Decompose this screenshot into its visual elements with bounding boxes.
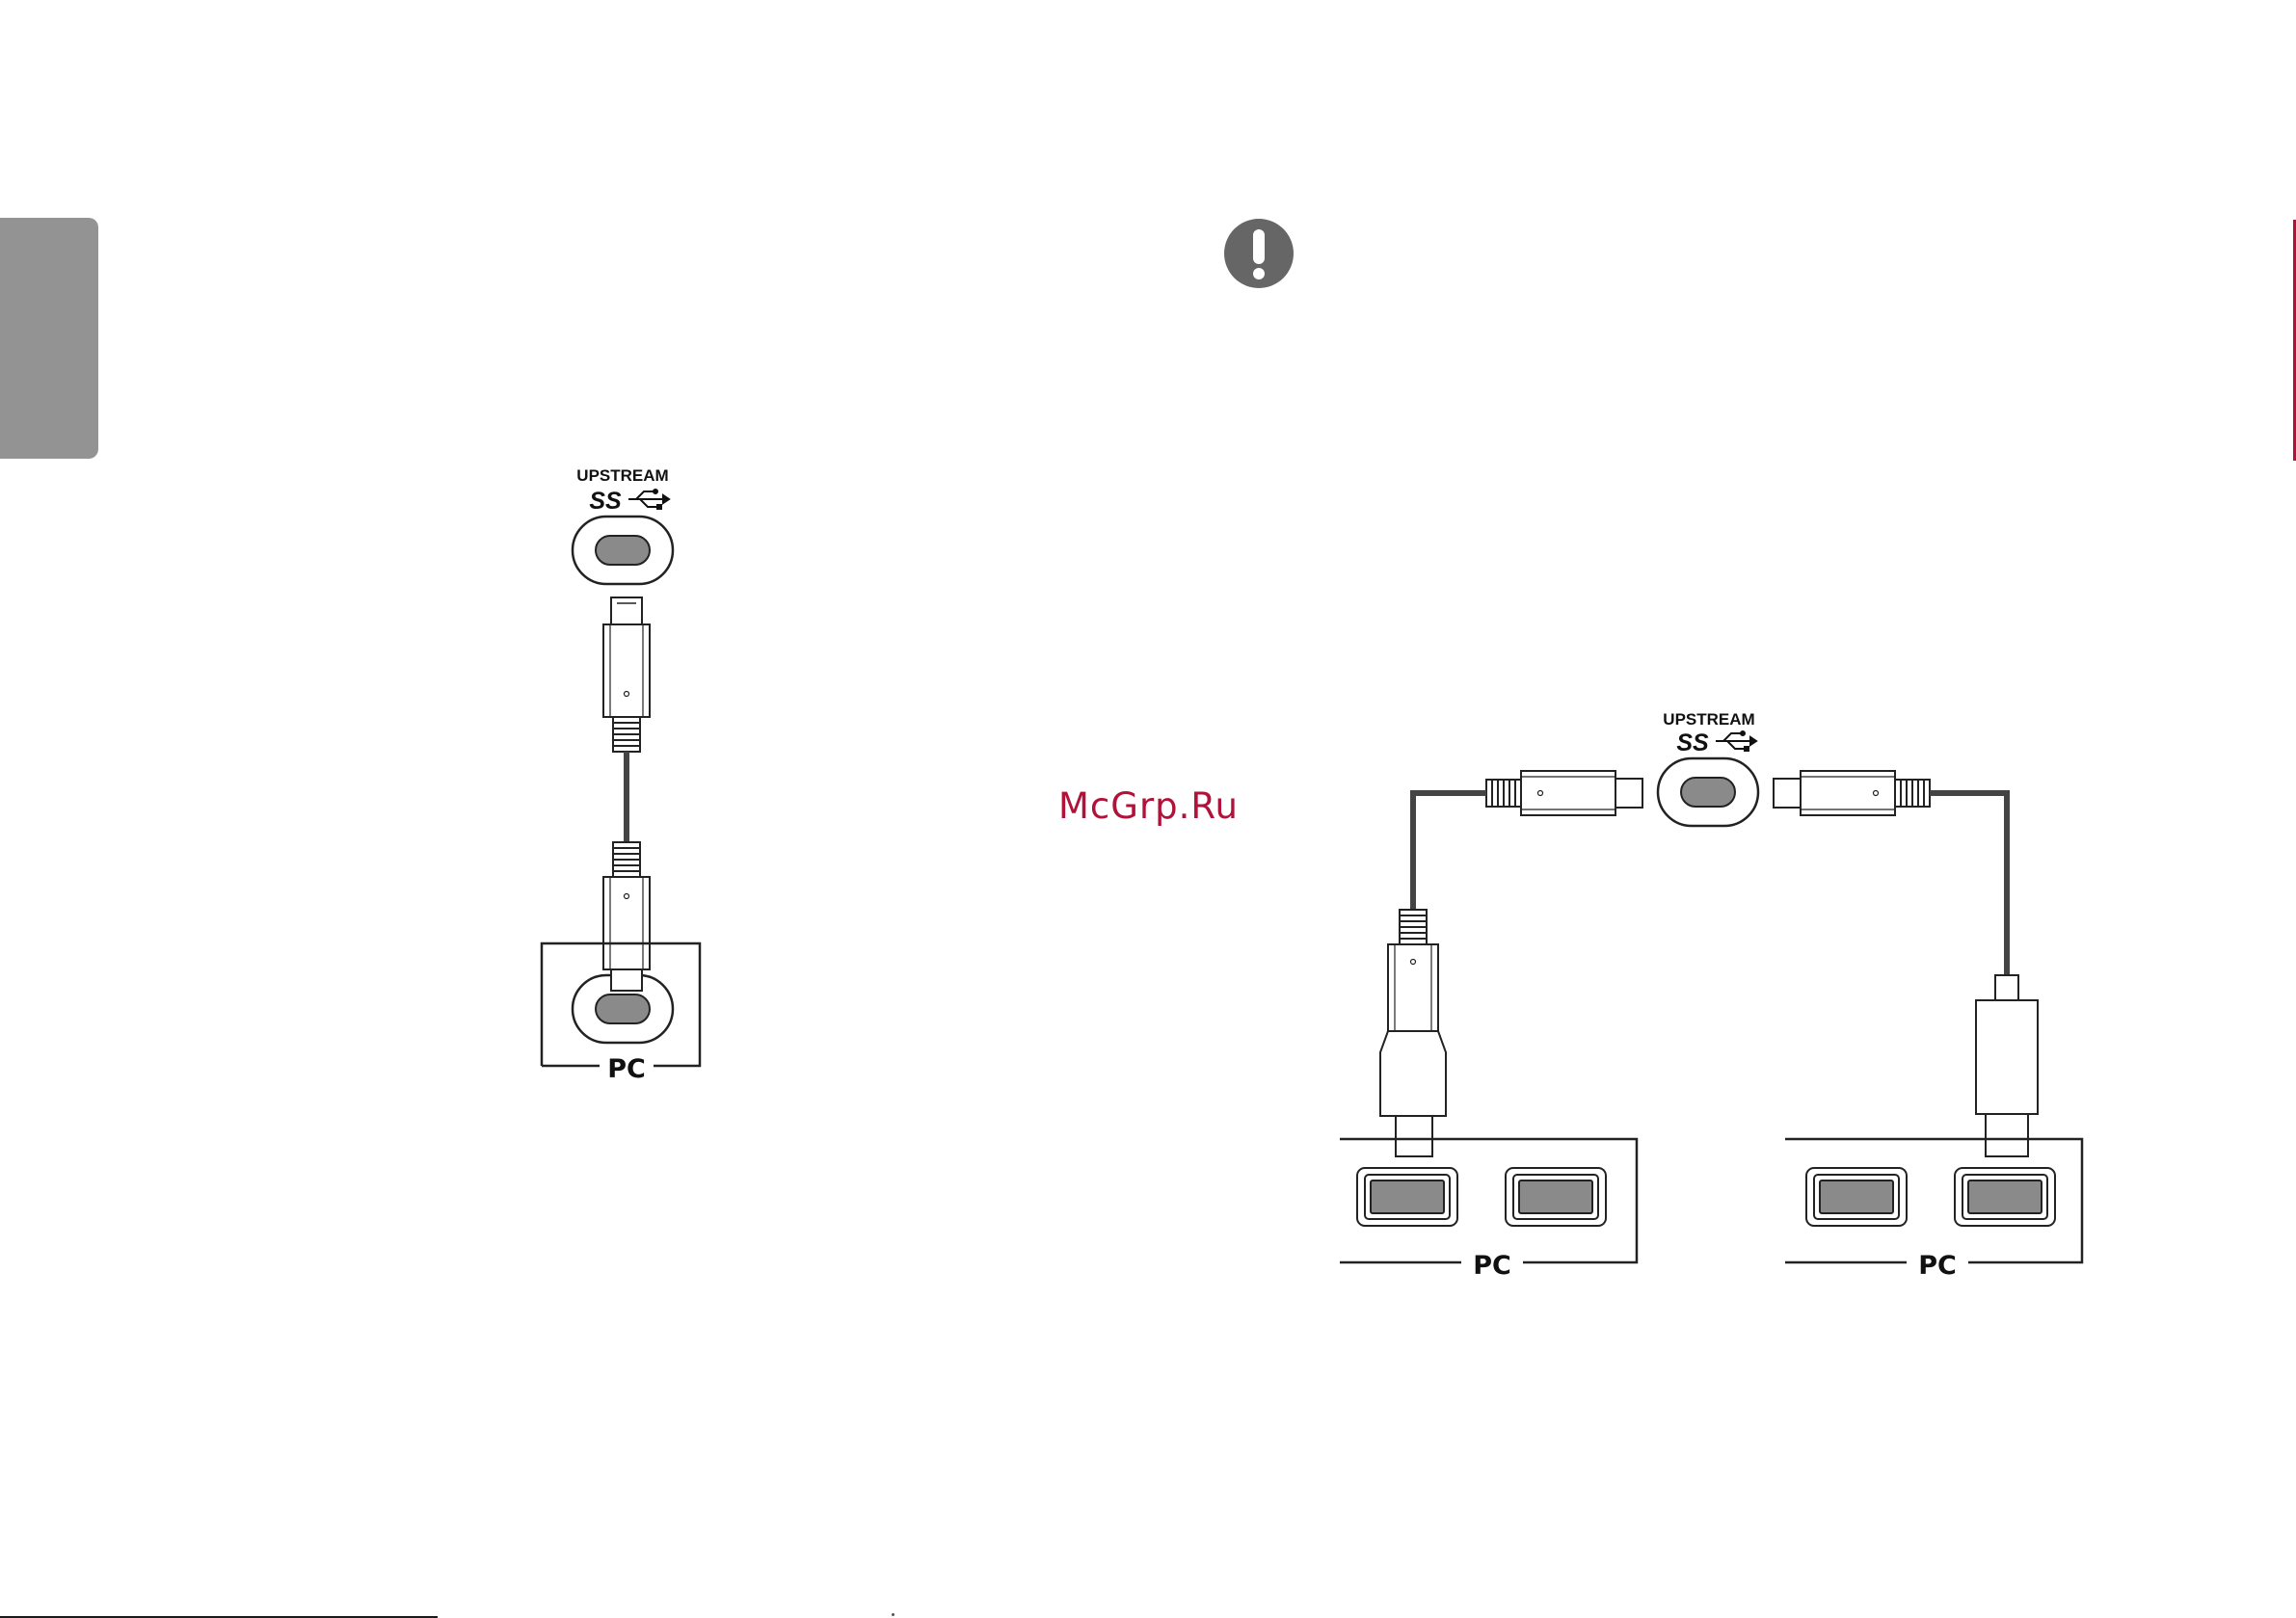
pc-label-right: PC	[1918, 1251, 1957, 1281]
pc-label: PC	[607, 1054, 646, 1084]
ss-label: SS	[589, 488, 622, 515]
upstream-label: UPSTREAM	[1663, 710, 1754, 729]
usb-icon	[628, 490, 669, 509]
ss-label: SS	[1676, 729, 1709, 756]
left-diagram: UPSTREAM SS PC	[542, 466, 700, 1084]
right-diagram: UPSTREAM SS	[1340, 710, 2082, 1281]
pc-label-left: PC	[1473, 1251, 1511, 1281]
usb-icon	[1716, 731, 1756, 751]
upstream-label: UPSTREAM	[576, 466, 668, 485]
